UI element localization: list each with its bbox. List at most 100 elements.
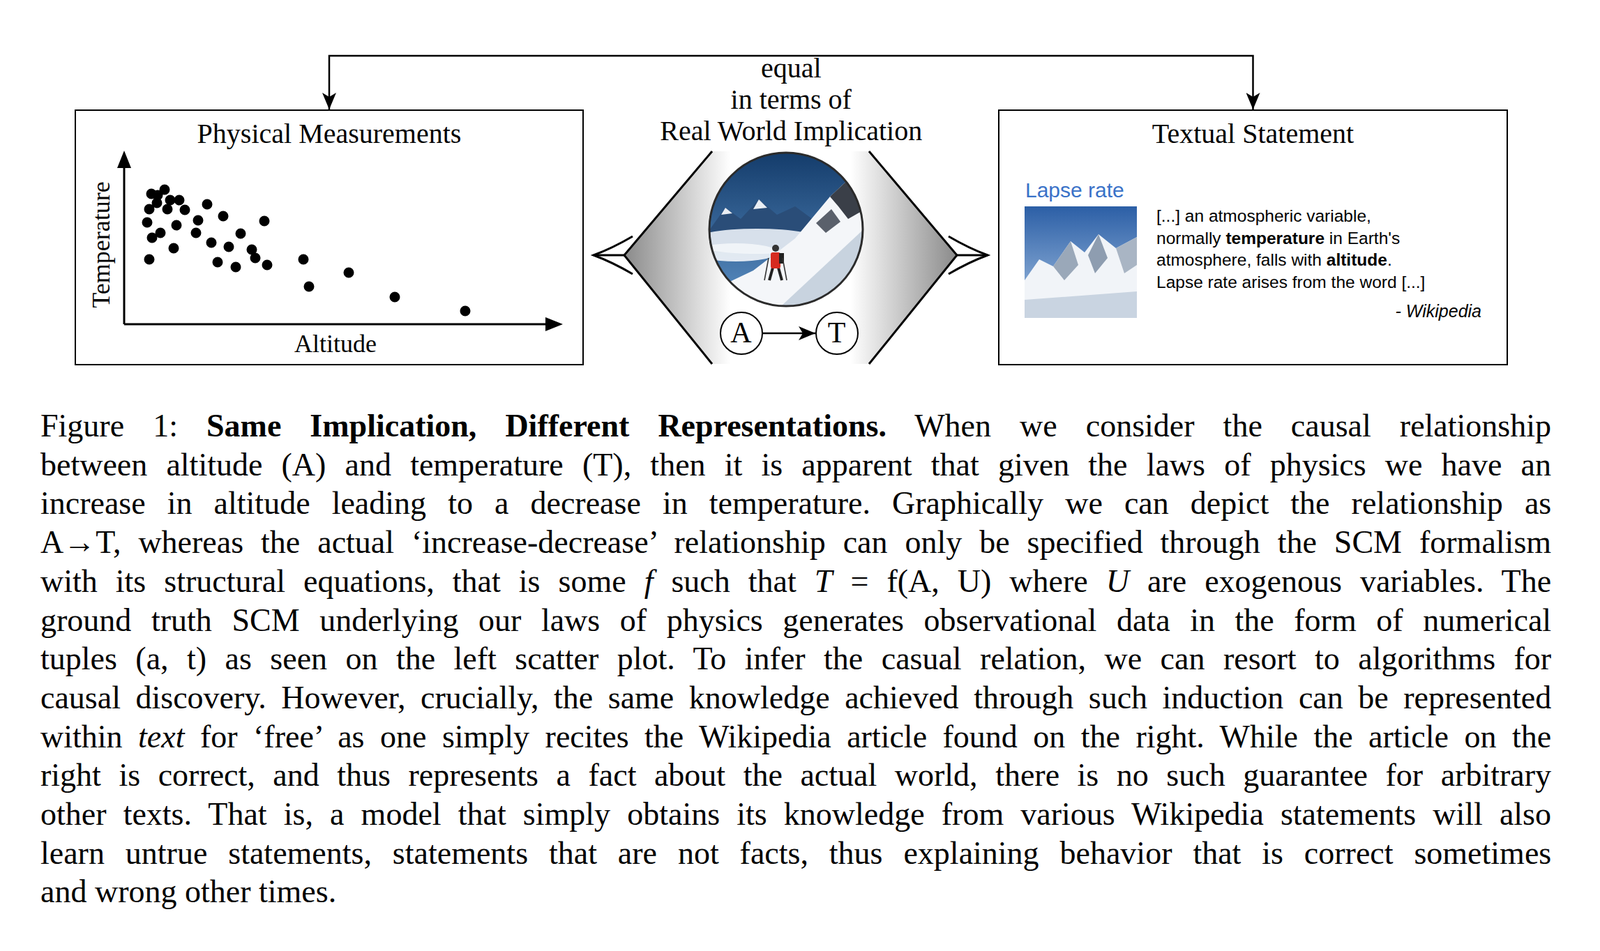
text-run [832,563,851,600]
hexagon-fill [624,151,957,365]
text-run [1403,602,1424,639]
text-run [979,447,999,483]
text-run: within [40,719,123,755]
text-run: rate [1088,178,1125,202]
text-run: altitude [165,447,263,483]
variable-letter: A [721,313,761,353]
text-run: U [1106,563,1130,600]
variable-letter: T [816,313,857,353]
text-run [719,796,737,833]
text-run [1043,485,1066,522]
text-run: an [1185,206,1204,226]
text-run [97,563,116,600]
thumb-shadow [1115,237,1137,274]
variable-circle: A [719,311,764,356]
text-run [752,83,760,116]
text-run [887,524,905,561]
text-run: found [942,719,1018,755]
text-run: leading [331,485,427,522]
text-run: a [494,485,509,522]
text-run: can [1298,680,1344,716]
text-run: T [814,563,833,600]
text-run [1214,602,1236,639]
axis-label: Altitude [294,329,377,360]
text-run: one [380,719,427,755]
text-run [117,640,136,677]
causal-arrow [763,332,816,335]
text-run: in [662,485,688,522]
text-run: Figure [40,408,125,444]
text-run [1088,563,1107,600]
text-run: we [1104,640,1143,677]
text-run: atmosphere, [1156,250,1252,270]
text-run [394,524,412,561]
text-run: with [40,563,98,600]
text-line: and wrong other times. [40,872,1552,912]
text-run [1168,485,1191,522]
text-run: apparent [801,447,912,483]
text-run: Lapse [1156,272,1204,292]
text-run [1342,228,1348,248]
text-line: between altitude (A) and temperature (T)… [40,445,1552,485]
text-run: observational [924,602,1098,639]
slope-shadow [781,230,863,307]
snow-cap [753,199,768,210]
text-run: represented [1403,680,1552,716]
text-run [168,640,187,677]
text-run [592,680,609,716]
text-run: ‘free’ [253,719,323,755]
text-run: Implication [793,115,923,147]
text-run [687,485,710,522]
text-run [1170,602,1191,639]
text-run [868,563,887,600]
text-run: increase [40,485,146,522]
text-run [763,602,784,639]
text-run: temperature. [709,485,871,522]
photo-border [709,152,863,307]
text-run: can [1160,640,1206,677]
text-run: as [1524,485,1552,522]
text-run [961,640,980,677]
text-line: right is correct, and thus represents a … [40,756,1552,796]
text-line: A→T, whereas the actual ‘increase-decrea… [40,523,1552,563]
text-run [1180,206,1186,226]
text-run [1204,640,1223,677]
text-run [598,640,617,677]
thumb-shadow [1053,241,1079,281]
text-run [500,563,519,600]
text-run: times. [258,873,337,910]
text-run [726,640,745,677]
text-run: in [730,83,753,116]
text-run [1250,447,1270,483]
text-run: the [260,524,300,561]
text-run: relationship [1399,408,1552,444]
text-run: text [138,719,185,755]
variable-circle: T [815,311,859,356]
text-run [1102,485,1125,522]
text-run: is [1077,757,1100,794]
text-line: Textual Statement [999,117,1507,151]
text-run: the [1331,272,1356,292]
text-run: induction [1162,680,1285,716]
text-run [831,719,847,755]
text-line: other texts. That is, a model that simpl… [40,795,1552,835]
box-title: Textual Statement [999,117,1507,151]
text-run: article [846,719,927,755]
text-run: and [272,757,319,794]
text-run [1194,408,1224,444]
text-run: actual [800,757,877,794]
text-run: When [914,408,992,444]
climber-head [772,244,780,252]
text-run [1316,524,1335,561]
text-run: only [904,524,962,561]
text-run: correct, [158,757,256,794]
text-run [426,485,448,522]
text-line: Real World Implication [659,115,923,147]
axis-label: Temperature [86,181,117,308]
text-run: is [1261,835,1284,872]
text-run [796,563,815,600]
text-run: we [1385,447,1423,483]
climber-pole [764,258,769,281]
text-run: about [654,757,726,794]
article-source: - Wikipedia [1395,300,1482,322]
